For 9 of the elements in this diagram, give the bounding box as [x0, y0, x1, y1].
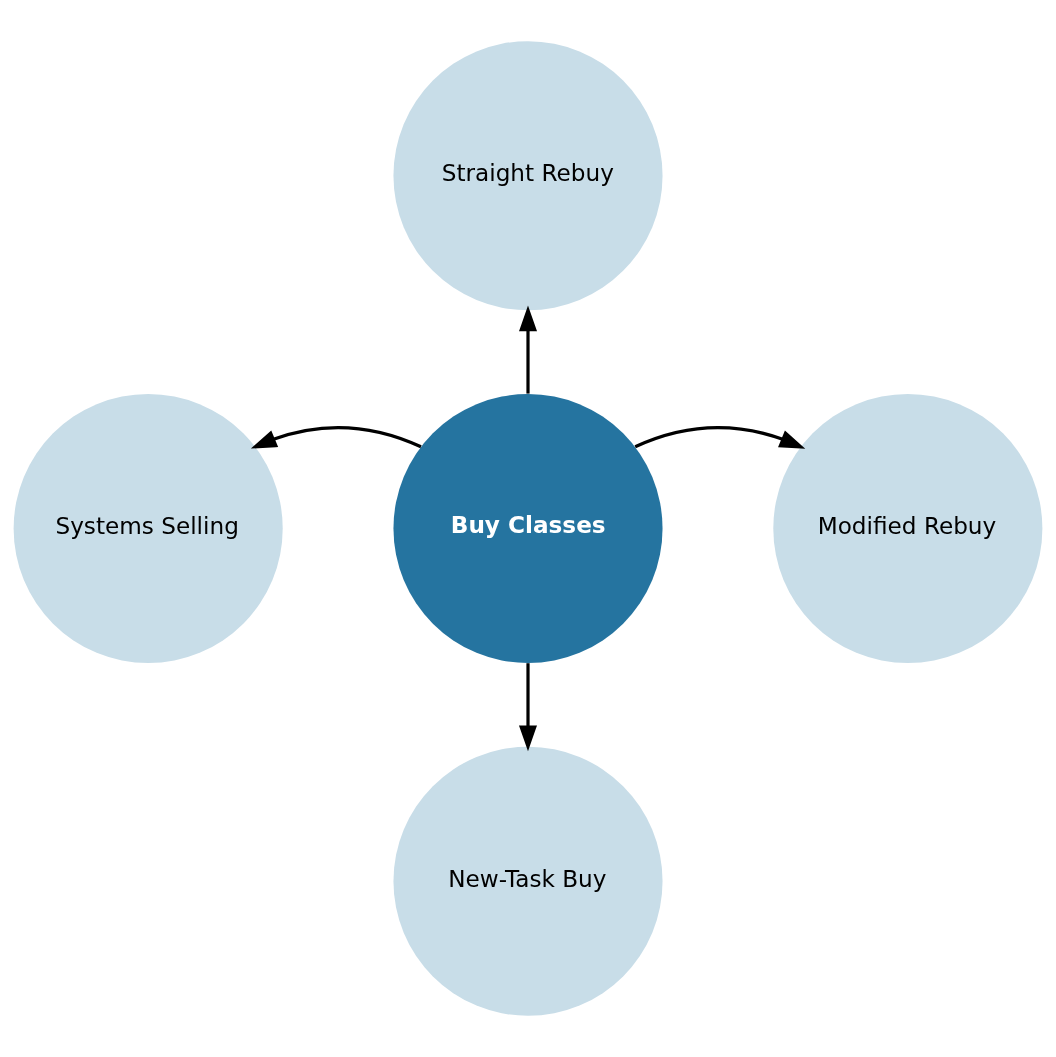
arrow [518, 305, 538, 394]
node-circle: New-Task Buy [393, 746, 663, 1016]
arrow [250, 426, 422, 449]
node-circle: Buy Classes [393, 393, 663, 664]
node-circle: Straight Rebuy [393, 41, 663, 311]
arrow [518, 663, 538, 752]
node-circle: Modified Rebuy [773, 393, 1043, 664]
arrow [634, 426, 806, 449]
node-circle: Systems Selling [13, 393, 283, 664]
